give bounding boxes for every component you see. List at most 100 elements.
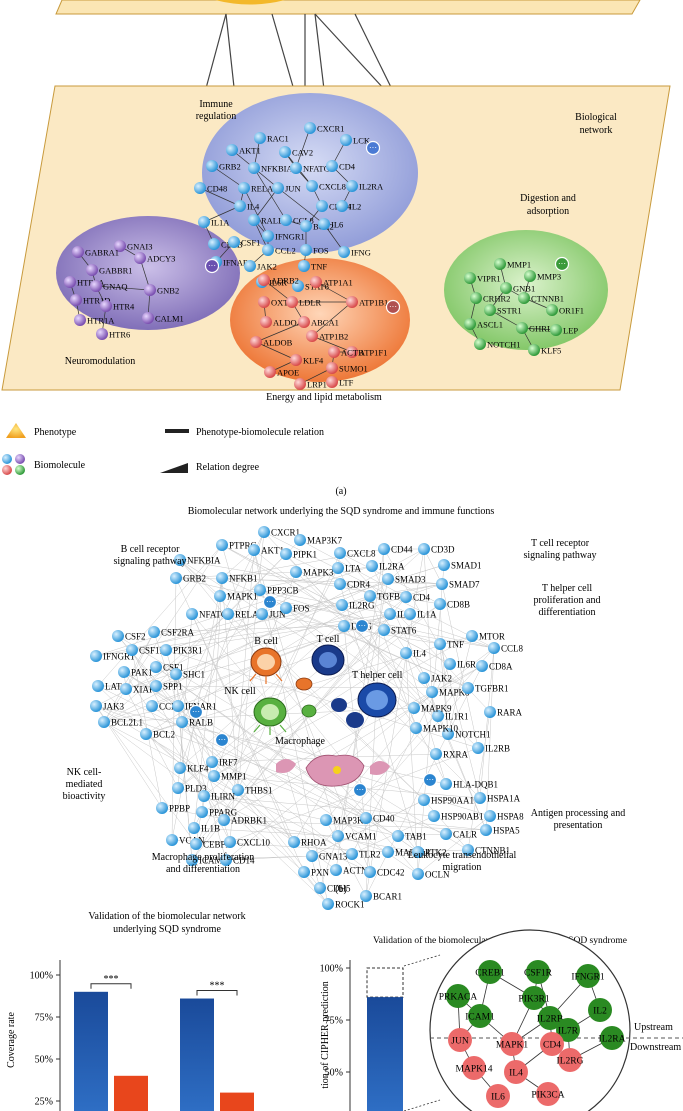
- panel-b-node-XIAP: XIAP: [120, 683, 154, 695]
- downstream-node-MAPK1-label: MAPK1: [496, 1041, 528, 1051]
- right-tick-label-50: 50%: [325, 1068, 343, 1079]
- neuro-module: [56, 216, 240, 330]
- panel-c-left: Validation of the biomolecular network u…: [6, 911, 254, 1111]
- energy-node-ATP1B1: ATP1B1: [346, 296, 388, 308]
- panel-b-node-CSF2RA-label: CSF2RA: [161, 628, 195, 638]
- panel-b-node-CD44-label: CD44: [391, 545, 413, 555]
- panel-b: Biomolecular network underlying the SQD …: [63, 506, 625, 910]
- upstream-node-IL7R-label: IL7R: [558, 1027, 579, 1037]
- energy-node-ABCA1-label: ABCA1: [311, 318, 339, 328]
- panel-b-node-OCLN-dot: [412, 868, 424, 880]
- panel-b-node-IL2RG-dot: [336, 599, 348, 611]
- panel-b-node-HSP90AA1: HSP90AA1: [418, 794, 474, 806]
- panel-b-node-PIPK1-dot: [280, 548, 292, 560]
- neuro-node-HTR2A-label: HTR2A: [77, 278, 105, 288]
- panel-b-node-CTNNB1-dot: [462, 844, 474, 856]
- panel-b-node-GNA13: GNA13: [306, 850, 348, 862]
- panel-b-node-IL1R1-dot: [432, 710, 444, 722]
- immune-node-CXCR1: CXCR1: [304, 122, 344, 134]
- module-antigen-2: presentation: [554, 820, 603, 831]
- legend-degree: Relation degree: [196, 462, 260, 473]
- panel-b-node-OCLN: OCLN: [412, 868, 450, 880]
- energy-node-ABCA1: ABCA1: [298, 316, 339, 328]
- panel-b-node-CD8B-label: CD8B: [447, 600, 470, 610]
- panel-b-node-OCLN-label: OCLN: [425, 870, 450, 880]
- energy-node-OXT-label: OXT: [271, 298, 289, 308]
- neuro-node-GNAI3: GNAI3: [114, 240, 153, 252]
- panel-b-node-IFNAR1-dot: [172, 700, 184, 712]
- module-th-2: proliferation and: [534, 595, 601, 606]
- panel-b-node-TGFBR1-dot: [462, 682, 474, 694]
- panel-b-node-HSP90AB1-label: HSP90AB1: [441, 812, 484, 822]
- downstream-node-IL2RG: IL2RG: [557, 1048, 584, 1072]
- b-cell-small: [295, 677, 313, 691]
- energy-node-ALDOA-dot: [260, 316, 272, 328]
- panel-b-node-MAPK9: MAPK9: [408, 702, 452, 714]
- panel-b-node-PLD3-dot: [172, 782, 184, 794]
- immune-node-CXCL8-dot: [306, 180, 318, 192]
- downstream-node-IL4: IL4: [504, 1060, 528, 1084]
- panel-b-node-HLA-DQB1-label: HLA-DQB1: [453, 780, 498, 790]
- module-nk-1: NK cell-: [67, 767, 102, 778]
- immune-node-IFNG-dot: [338, 246, 350, 258]
- panel-b-node-ADRBK1-label: ADRBK1: [231, 816, 267, 826]
- immune-node-RAC1-label: RAC1: [267, 134, 289, 144]
- neuro-node-HTR1D-dot: [70, 294, 82, 306]
- panel-b-node-XIAP-dot: [120, 683, 132, 695]
- panel-b-node-IL4-label: IL4: [413, 649, 426, 659]
- panel-b-node-CD4-dot: [400, 591, 412, 603]
- panel-b-node-CD3D: CD3D: [418, 543, 455, 555]
- digestion-node-CTNNB1-dot: [518, 292, 530, 304]
- panel-b-node-MTOR-label: MTOR: [479, 632, 505, 642]
- panel-b-node-CSF2-label: CSF2: [125, 632, 146, 642]
- module-leuko-1: Leukocyte transendothelial: [408, 850, 517, 861]
- immune-node-CSF1: CSF1: [228, 236, 260, 248]
- upstream-node-IFNGR1-label: IFNGR1: [571, 973, 605, 983]
- module-t-cell-1: T cell receptor: [531, 538, 590, 549]
- immune-node-BCL2-dot: [300, 220, 312, 232]
- immune-node-CAV2: CAV2: [279, 146, 313, 158]
- panel-b-node-SHC1: SHC1: [170, 668, 205, 680]
- digestion-node-MMP1-label: MMP1: [507, 260, 531, 270]
- panel-b-node-GRB2: GRB2: [170, 572, 206, 584]
- panel-b-node-NFKBIA: NFKBIA: [174, 554, 221, 566]
- panel-b-node-CXCL10-label: CXCL10: [237, 838, 271, 848]
- immune-node-CCL2-dot: [262, 244, 274, 256]
- upstream-node-IL2RA: IL2RA: [599, 1026, 626, 1050]
- immune-node-TNF-dot: [298, 260, 310, 272]
- panel-b-node-PAK1: PAK1: [118, 666, 153, 678]
- panel-b-edges: [95, 531, 495, 905]
- panel-b-node-ICAM1-label: ICAM1: [199, 856, 227, 866]
- digestion-node-VIPR1: VIPR1: [464, 272, 501, 284]
- immune-node-CSF1-label: CSF1: [241, 238, 260, 248]
- panel-b-node-TNF-label: TNF: [447, 640, 464, 650]
- panel-b-node-GRB2-label: GRB2: [183, 574, 206, 584]
- panel-b-node-NFKBIA-label: NFKBIA: [187, 556, 221, 566]
- panel-b-node-IL2-dot: [384, 608, 396, 620]
- panel-b-node-HSP90AB1-dot: [428, 810, 440, 822]
- digestion-node-VIPR1-dot: [464, 272, 476, 284]
- panel-b-node-IL4-dot: [400, 647, 412, 659]
- immune-more: ···: [365, 140, 381, 156]
- panel-b-node-JAK3: JAK3: [90, 700, 125, 712]
- energy-node-OXT-dot: [258, 296, 270, 308]
- panel-b-node-TAB1-label: TAB1: [405, 832, 427, 842]
- panel-b-node-RALB: RALB: [176, 716, 213, 728]
- neuro-node-HTR2A: HTR2A: [64, 276, 105, 288]
- immune-node-IL2: IL2: [336, 200, 361, 212]
- panel-b-more-5: ···: [422, 772, 438, 788]
- module-t-cell-2: signaling pathway: [523, 550, 596, 561]
- panel-b-node-IFNGR1: IFNGR1: [90, 650, 135, 662]
- panel-b-node-CSF1-dot: [150, 661, 162, 673]
- panel-b-node-MMP1-label: MMP1: [221, 772, 247, 782]
- digestion-node-NOTCH1-label: NOTCH1: [487, 340, 521, 350]
- nk-cell-small: [301, 704, 317, 718]
- legend-node-blue: [2, 454, 12, 464]
- panel-b-node-JAK3-dot: [90, 700, 102, 712]
- panel-b-node-THBS1-dot: [232, 784, 244, 796]
- panel-b-node-CXCL8-label: CXCL8: [347, 549, 376, 559]
- digestion-node-GNB1-dot: [500, 282, 512, 294]
- panel-b-node-IL1B-dot: [188, 822, 200, 834]
- panel-b-node-IFNAR1: IFNAR1: [172, 700, 217, 712]
